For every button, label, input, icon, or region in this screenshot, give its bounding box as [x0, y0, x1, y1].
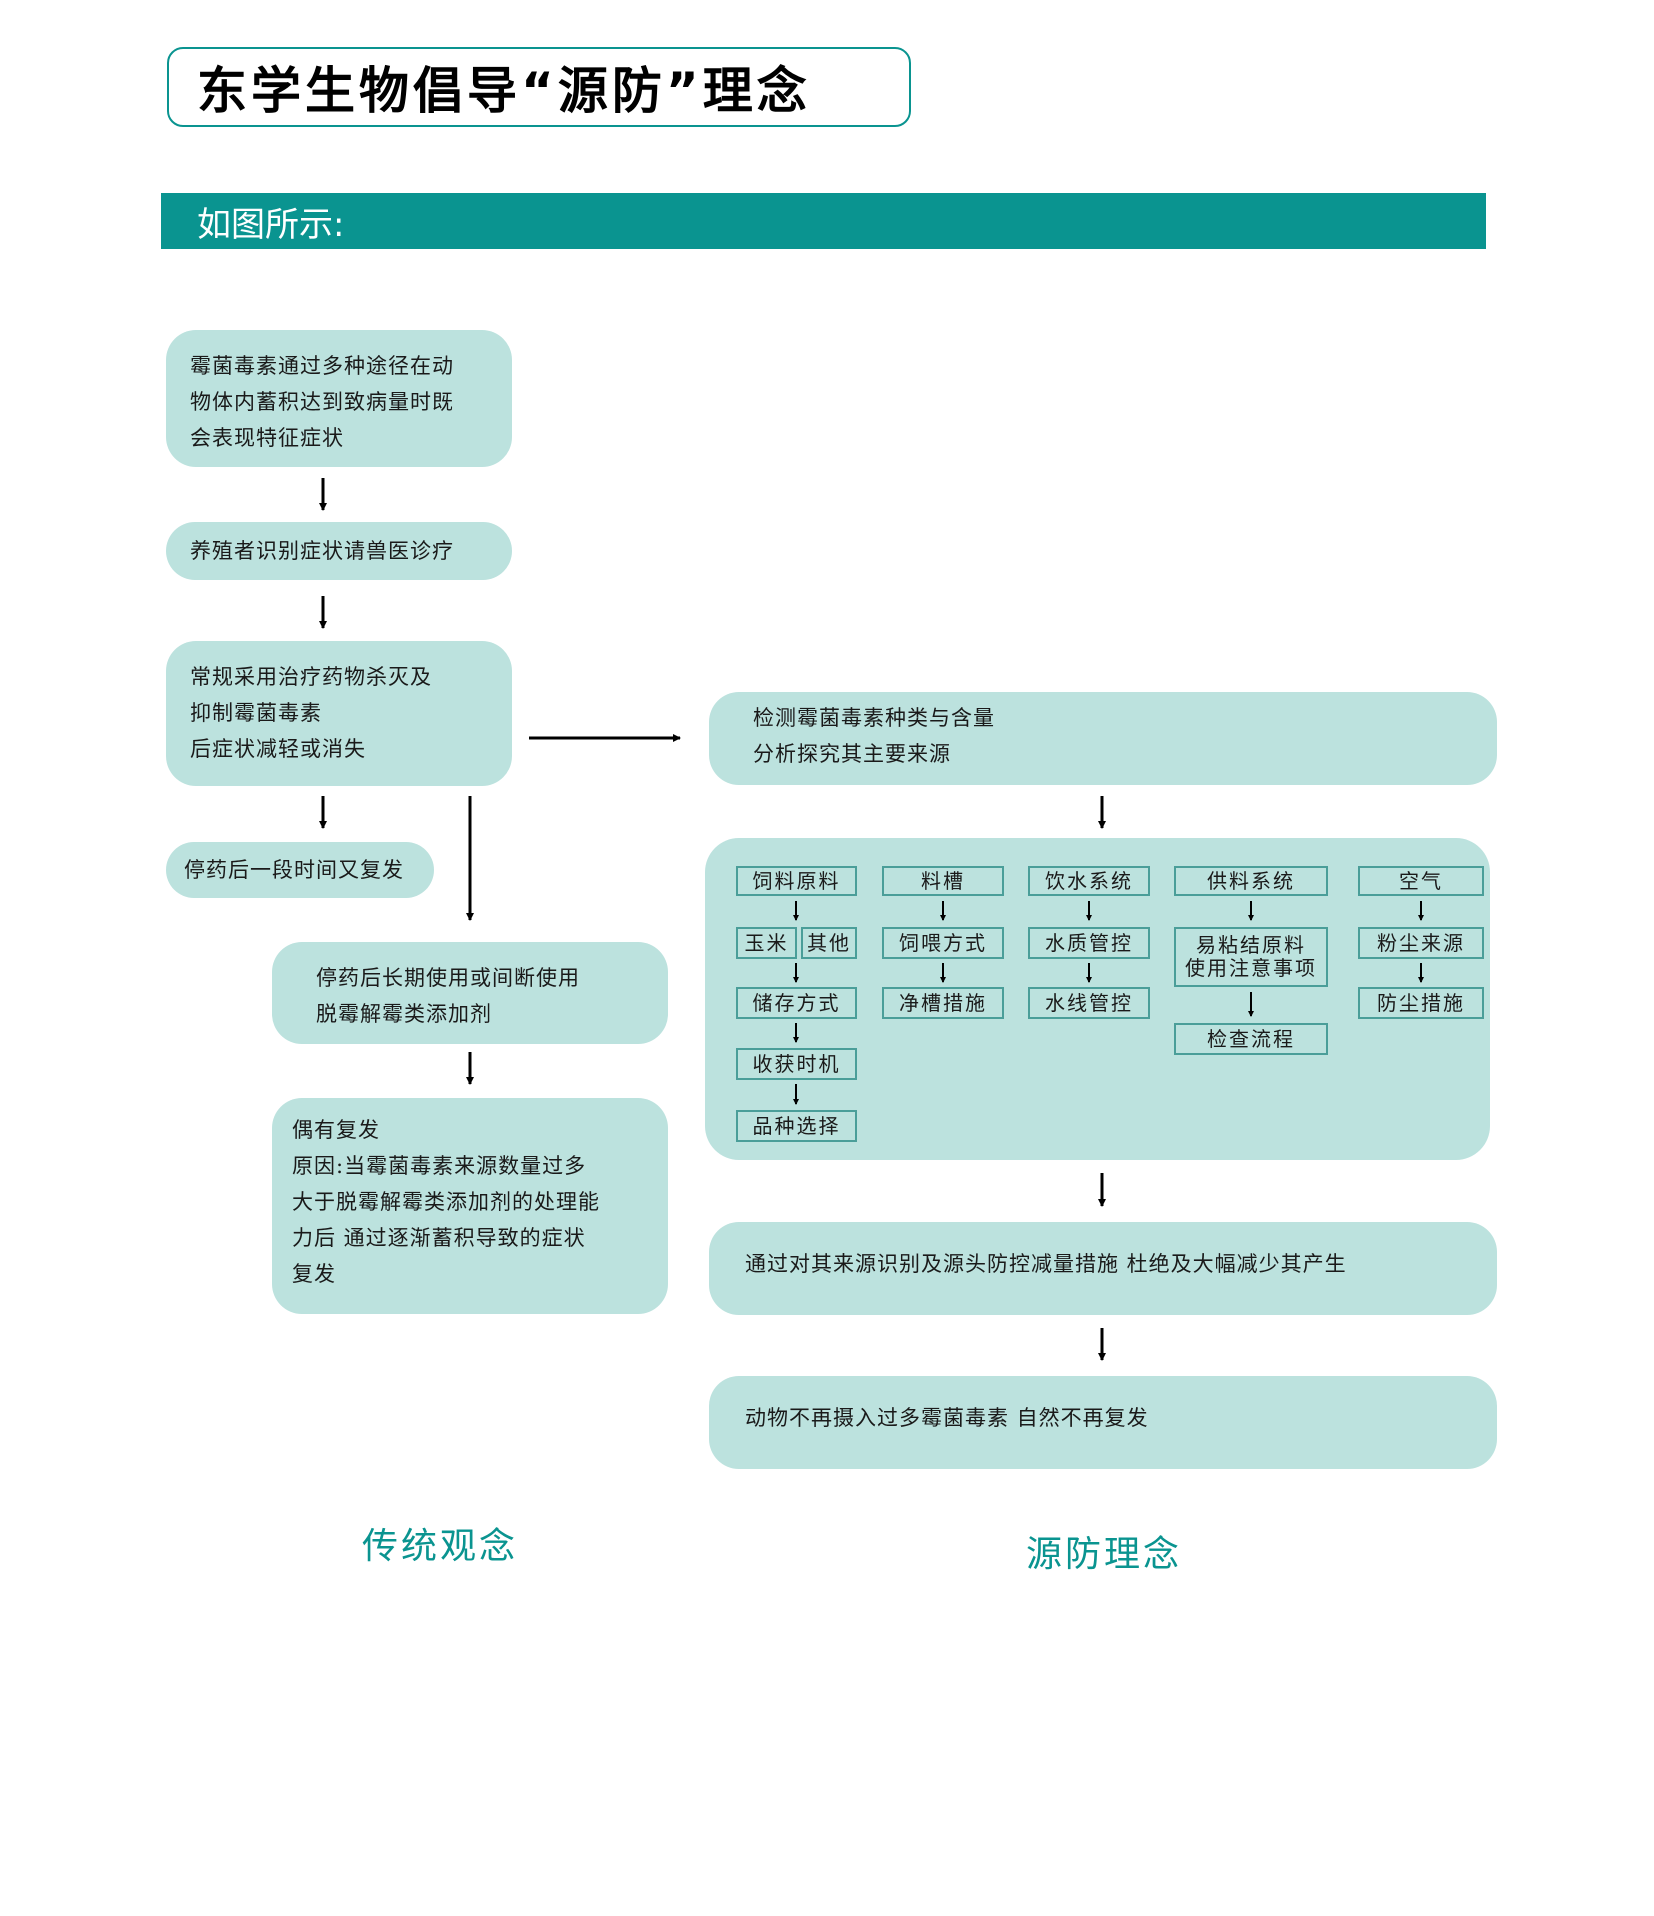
trad-step-diagnosis: 养殖者识别症状请兽医诊疗 [166, 522, 512, 580]
page-title: 东学生物倡导“源防”理念 [167, 47, 911, 127]
section-subheading: 如图所示: [161, 193, 1486, 249]
trad-step-relapse: 停药后一段时间又复发 [166, 842, 434, 898]
source-feed-other: 其他 [801, 927, 857, 959]
source-prevention-caption: 源防理念 [1026, 1534, 1183, 1575]
source-supply: 供料系统 [1174, 866, 1328, 896]
source-air-dustproof: 防尘措施 [1358, 987, 1484, 1019]
source-feed-raw: 饲料原料 [736, 866, 857, 896]
trad-step-treatment: 常规采用治疗药物杀灭及 抑制霉菌毒素 后症状减轻或消失 [166, 641, 512, 786]
source-measures: 通过对其来源识别及源头防控减量措施 杜绝及大幅减少其产生 [709, 1222, 1497, 1315]
source-water-quality: 水质管控 [1028, 927, 1150, 959]
trad-step-accumulation: 霉菌毒素通过多种途径在动 物体内蓄积达到致病量时既 会表现特征症状 [166, 330, 512, 467]
source-air: 空气 [1358, 866, 1484, 896]
source-supply-inspect: 检查流程 [1174, 1023, 1328, 1055]
source-trough-clean: 净槽措施 [882, 987, 1004, 1019]
source-water: 饮水系统 [1028, 866, 1150, 896]
source-detect: 检测霉菌毒素种类与含量 分析探究其主要来源 [709, 692, 1497, 785]
source-air-dust: 粉尘来源 [1358, 927, 1484, 959]
source-trough: 料槽 [882, 866, 1004, 896]
traditional-caption: 传统观念 [362, 1526, 519, 1567]
source-trough-feeding: 饲喂方式 [882, 927, 1004, 959]
source-supply-sticky: 易粘结原料 使用注意事项 [1174, 927, 1328, 987]
trad-step-additive: 停药后长期使用或间断使用 脱霉解霉类添加剂 [272, 942, 668, 1044]
source-water-line: 水线管控 [1028, 987, 1150, 1019]
source-result: 动物不再摄入过多霉菌毒素 自然不再复发 [709, 1376, 1497, 1469]
source-feed-variety: 品种选择 [736, 1110, 857, 1142]
source-feed-corn: 玉米 [736, 927, 797, 959]
trad-step-occasional-relapse: 偶有复发 原因:当霉菌毒素来源数量过多 大于脱霉解霉类添加剂的处理能 力后 通过… [272, 1098, 668, 1314]
source-feed-storage: 储存方式 [736, 987, 857, 1019]
source-feed-harvest: 收获时机 [736, 1048, 857, 1080]
